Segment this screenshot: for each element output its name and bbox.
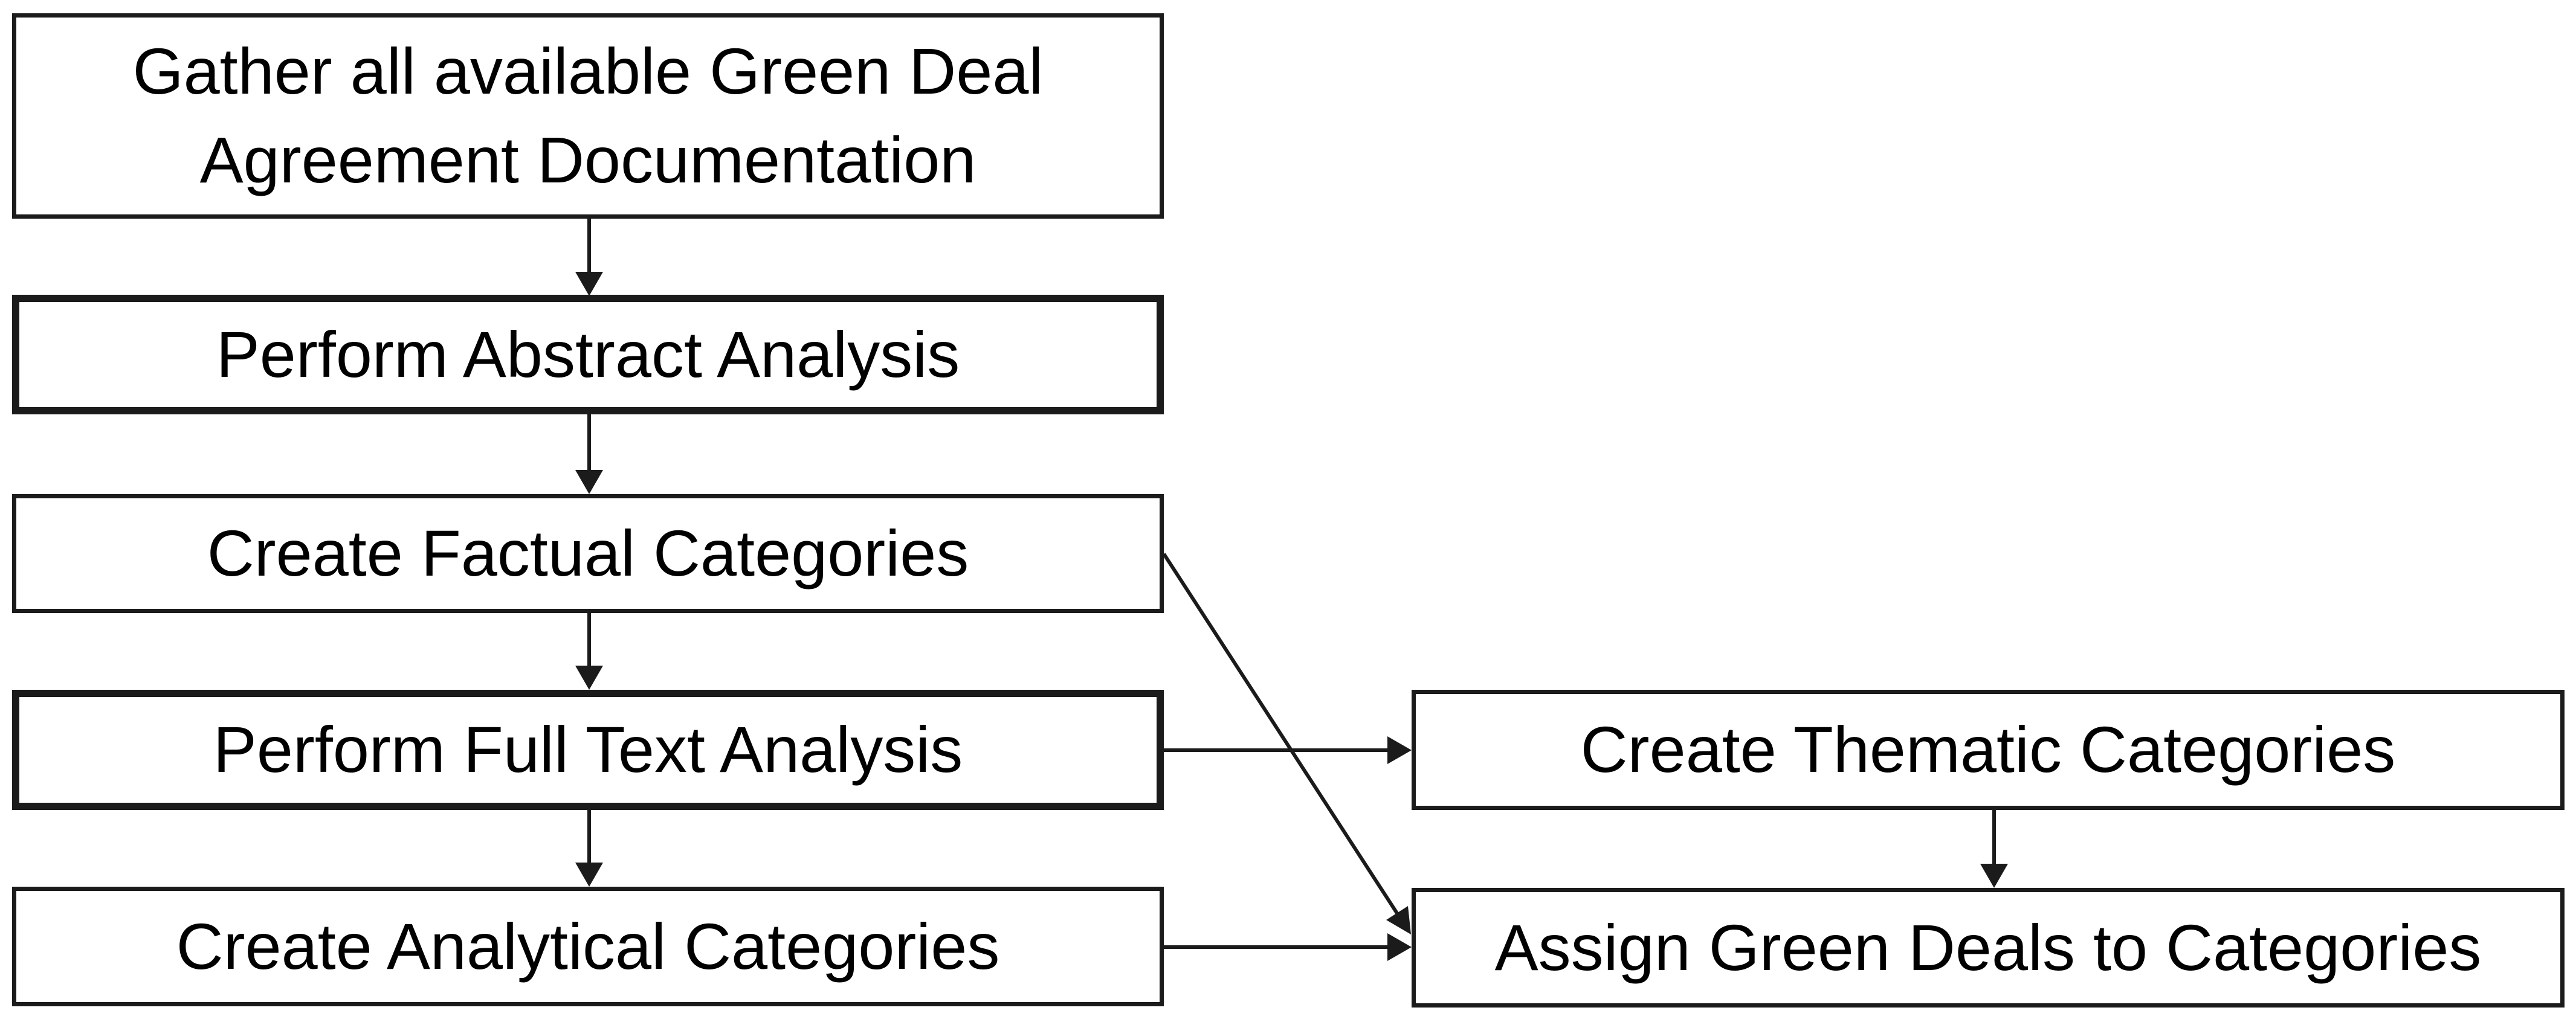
node-analytical-categories: Create Analytical Categories xyxy=(12,887,1164,1006)
edge-fulltext-to-thematic-arrowhead-icon xyxy=(1387,736,1412,764)
node-label-line: Gather all available Green Deal xyxy=(132,34,1044,108)
edge-fulltext-to-analytical-arrowhead-icon xyxy=(575,863,603,887)
edge-factual-to-assign-arrowhead-icon xyxy=(1386,906,1411,934)
node-full-text-analysis: Perform Full Text Analysis xyxy=(12,690,1164,810)
node-label-line: Create Analytical Categories xyxy=(176,909,1000,983)
edge-factual-to-fulltext-arrowhead-icon xyxy=(575,666,603,690)
node-label-line: Perform Abstract Analysis xyxy=(216,317,960,391)
node-assign-green-deals: Assign Green Deals to Categories xyxy=(1412,888,2565,1008)
edge-gather-to-abstract-arrowhead-icon xyxy=(575,272,603,296)
node-label-line: Perform Full Text Analysis xyxy=(213,713,963,786)
node-label-line: Agreement Documentation xyxy=(199,123,976,196)
node-label-line: Assign Green Deals to Categories xyxy=(1494,910,2482,984)
node-gather-documentation: Gather all available Green Deal Agreemen… xyxy=(12,13,1164,219)
node-label-line: Create Thematic Categories xyxy=(1580,713,2396,786)
node-thematic-categories: Create Thematic Categories xyxy=(1412,690,2565,810)
edge-factual-to-assign-line xyxy=(1162,553,1399,914)
edge-abstract-to-factual-arrowhead-icon xyxy=(575,470,603,494)
node-abstract-analysis: Perform Abstract Analysis xyxy=(12,295,1164,414)
node-label-line: Create Factual Categories xyxy=(207,516,969,590)
edge-thematic-to-assign-arrowhead-icon xyxy=(1980,864,2008,888)
node-factual-categories: Create Factual Categories xyxy=(12,494,1164,613)
edge-analytical-to-assign-arrowhead-icon xyxy=(1387,933,1412,961)
